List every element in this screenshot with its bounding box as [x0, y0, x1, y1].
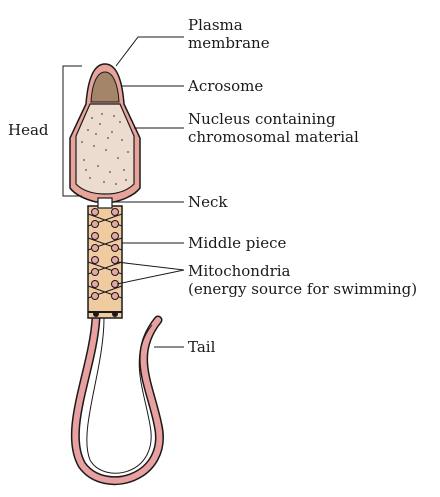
- middle-piece-label: Middle piece: [188, 234, 286, 252]
- tail: [75, 318, 159, 481]
- acrosome-label: Acrosome: [188, 77, 263, 95]
- neck-label: Neck: [188, 193, 228, 211]
- tail-label: Tail: [188, 338, 215, 356]
- head-label: Head: [8, 121, 49, 139]
- plasma-membrane-label: Plasma membrane: [188, 16, 270, 52]
- centriole-right: [112, 311, 118, 317]
- middle-piece: [88, 206, 122, 318]
- nucleus-label: Nucleus containing chromosomal material: [188, 110, 359, 146]
- neck: [98, 198, 112, 208]
- centriole-left: [93, 311, 99, 317]
- mitochondria-label: Mitochondria (energy source for swimming…: [188, 262, 417, 298]
